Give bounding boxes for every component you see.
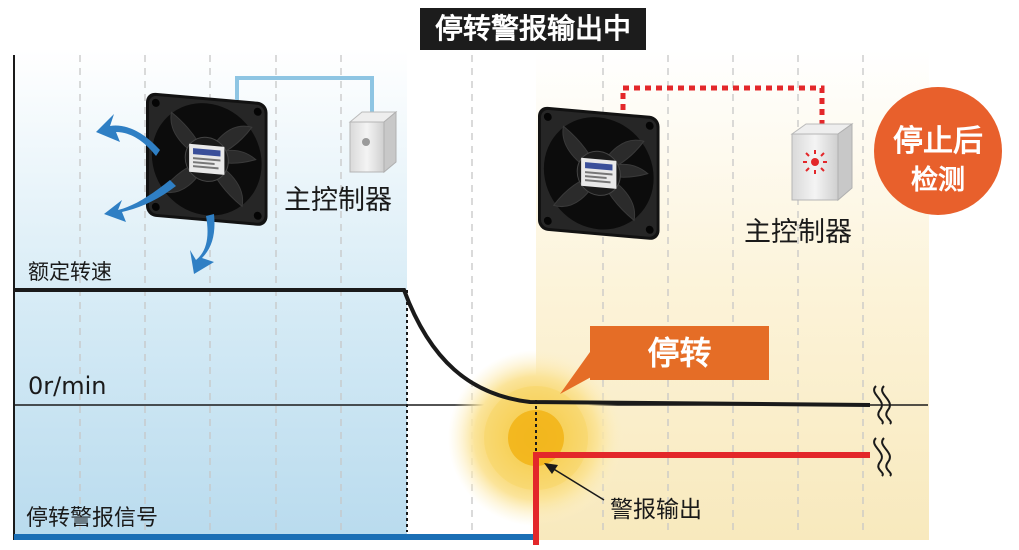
zero-speed-label: 0r/min bbox=[28, 372, 107, 400]
alarm-light-icon bbox=[790, 123, 854, 202]
airflow-arrow-icon bbox=[96, 114, 215, 274]
alarm-output-pointer bbox=[544, 463, 605, 501]
badge-line-1: 停止后 bbox=[893, 124, 983, 159]
stop-banner bbox=[590, 326, 769, 380]
controller-box-icon bbox=[348, 110, 398, 174]
alarm-signal-label: 停转警报信号 bbox=[26, 506, 159, 531]
break-mark-icon bbox=[873, 385, 892, 477]
controller-wire-right bbox=[620, 85, 825, 126]
alarm-output-label: 警报输出 bbox=[610, 497, 702, 523]
controller-wire-left bbox=[235, 76, 374, 116]
title-bar bbox=[420, 8, 646, 50]
left-controller-label: 主控制器 bbox=[284, 185, 392, 216]
right-controller-label: 主控制器 bbox=[744, 217, 852, 248]
fan-speed-curve bbox=[14, 288, 871, 407]
detection-badge bbox=[874, 87, 1002, 215]
badge-line-2: 检测 bbox=[911, 165, 965, 196]
alarm-signal-high bbox=[533, 452, 870, 545]
rated-speed-label: 额定转速 bbox=[28, 260, 112, 284]
fan-icon bbox=[145, 91, 269, 228]
page-title: 停转警报输出中 bbox=[434, 12, 631, 45]
fan-icon bbox=[537, 105, 661, 242]
stop-label: 停转 bbox=[647, 334, 712, 372]
